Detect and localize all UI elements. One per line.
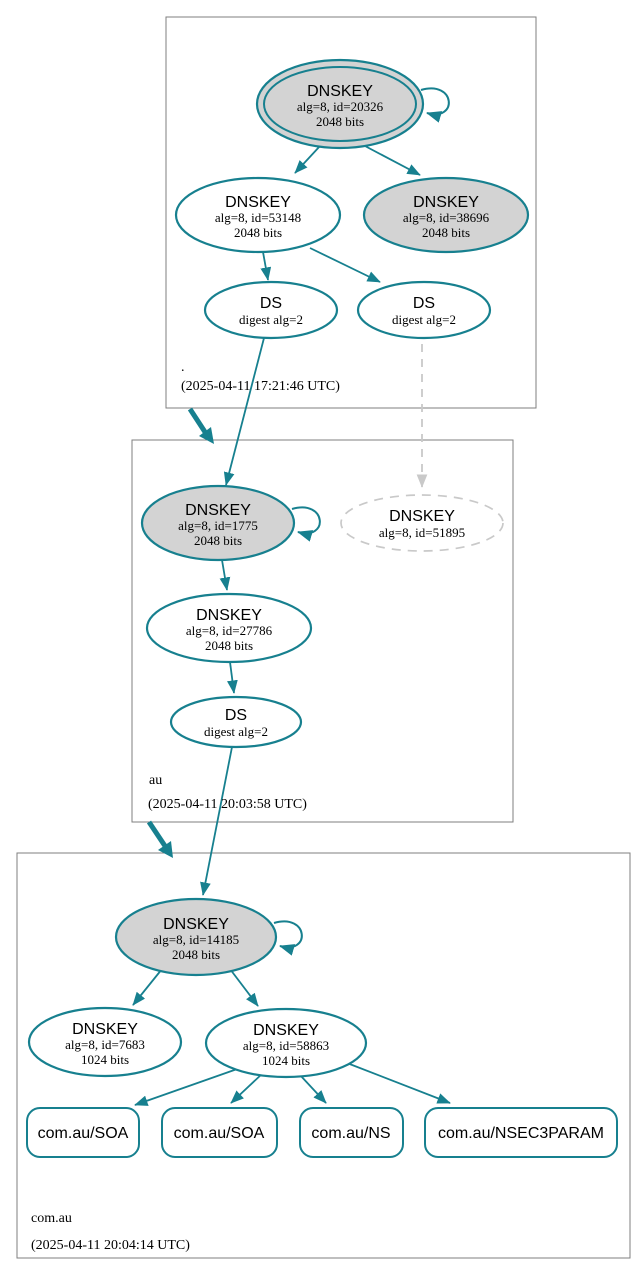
edge-delegation-root-to-au: [187, 407, 214, 444]
dnskey-20326-detail: alg=8, id=20326: [297, 99, 384, 114]
rrset-box-nsec3param[interactable]: [424, 1107, 618, 1158]
zone-box-au: [131, 439, 514, 823]
dnskey-51895-title: DNSKEY: [389, 508, 455, 525]
node-root-dnskey-53148: DNSKEY alg=8, id=53148 2048 bits: [174, 176, 342, 254]
zone-box-root: [165, 16, 537, 409]
node-root-ds-left: DS digest alg=2: [203, 280, 339, 340]
rrset-box-ns[interactable]: [299, 1107, 404, 1158]
dnskey-ellipse-14185[interactable]: [114, 897, 278, 977]
edge-root-ksk-to-key2: [364, 145, 421, 176]
ds-au-detail: digest alg=2: [204, 724, 268, 739]
node-com-au-rrset-soa-2: com.au/SOA: [161, 1107, 278, 1158]
node-au-dnskey-1775: DNSKEY alg=8, id=1775 2048 bits: [140, 484, 296, 562]
dnskey-51895-detail: alg=8, id=51895: [379, 525, 465, 540]
dnskey-ellipse-53148[interactable]: [174, 176, 342, 254]
edge-root-ds-to-au-ksk: [223, 337, 265, 486]
dnskey-ellipse-7683[interactable]: [27, 1006, 183, 1078]
edge-com-au-ksk-to-zsk2: [229, 968, 259, 1007]
dnskey-58863-bits: 1024 bits: [262, 1053, 310, 1068]
node-com-au-rrset-soa-1: com.au/SOA: [26, 1107, 140, 1158]
dnskey-1775-bits: 2048 bits: [194, 533, 242, 548]
dnskey-7683-title: DNSKEY: [72, 1021, 138, 1038]
node-root-dnskey-20326: DNSKEY alg=8, id=20326 2048 bits: [255, 58, 425, 150]
dnskey-1775-title: DNSKEY: [185, 502, 251, 519]
dnskey-1775-detail: alg=8, id=1775: [178, 518, 258, 533]
rrset-box-soa-2[interactable]: [161, 1107, 278, 1158]
node-au-dnskey-27786: DNSKEY alg=8, id=27786 2048 bits: [145, 592, 313, 664]
node-root-ds-right: DS digest alg=2: [356, 280, 492, 340]
node-com-au-rrset-ns: com.au/NS: [299, 1107, 404, 1158]
dnskey-14185-detail: alg=8, id=14185: [153, 932, 239, 947]
rrset-label-soa-1: com.au/SOA: [38, 1125, 129, 1142]
dnskey-58863-detail: alg=8, id=58863: [243, 1038, 329, 1053]
dnskey-ellipse-20326-outer[interactable]: [255, 58, 425, 150]
edge-root-ksk-to-zsk: [294, 145, 321, 174]
edge-au-ksk-self-loop: [291, 506, 321, 542]
dnskey-38696-title: DNSKEY: [413, 194, 479, 211]
zone-box-com-au: [16, 852, 631, 1259]
dnskey-7683-detail: alg=8, id=7683: [65, 1037, 145, 1052]
node-au-dnskey-51895-missing: DNSKEY alg=8, id=51895: [340, 494, 504, 552]
dnskey-ellipse-27786[interactable]: [145, 592, 313, 664]
edge-root-zsk-to-ds-left: [260, 251, 272, 281]
zone-timestamp-au: (2025-04-11 20:03:58 UTC): [148, 797, 307, 812]
edge-au-ksk-to-zsk: [219, 559, 231, 591]
rrset-label-ns: com.au/NS: [311, 1125, 390, 1142]
dnskey-27786-detail: alg=8, id=27786: [186, 623, 273, 638]
dnskey-58863-title: DNSKEY: [253, 1022, 319, 1039]
zone-timestamp-root: (2025-04-11 17:21:46 UTC): [181, 379, 340, 394]
dnskey-27786-title: DNSKEY: [196, 607, 262, 624]
dnskey-14185-title: DNSKEY: [163, 916, 229, 933]
zone-label-com-au: com.au: [31, 1211, 72, 1226]
dnskey-14185-bits: 2048 bits: [172, 947, 220, 962]
dnskey-53148-detail: alg=8, id=53148: [215, 210, 301, 225]
dnskey-ellipse-1775[interactable]: [140, 484, 296, 562]
node-com-au-dnskey-58863: DNSKEY alg=8, id=58863 1024 bits: [204, 1007, 368, 1079]
ds-ellipse-au[interactable]: [169, 695, 303, 749]
dnskey-ellipse-58863[interactable]: [204, 1007, 368, 1079]
edge-com-au-zsk2-to-soa1: [134, 1067, 241, 1106]
ds-ellipse-root-left[interactable]: [203, 280, 339, 340]
node-au-ds: DS digest alg=2: [169, 695, 303, 749]
dnskey-38696-bits: 2048 bits: [422, 225, 470, 240]
dnskey-20326-bits: 2048 bits: [316, 114, 364, 129]
edge-com-au-zsk2-to-nsec3param: [346, 1062, 451, 1104]
node-com-au-rrset-nsec3param: com.au/NSEC3PARAM: [424, 1107, 618, 1158]
ds-root-right-detail: digest alg=2: [392, 312, 456, 327]
edge-com-au-ksk-to-zsk1: [132, 968, 163, 1006]
dnskey-ellipse-38696[interactable]: [362, 176, 530, 254]
edge-au-zsk-to-ds: [227, 661, 238, 694]
ds-root-right-title: DS: [413, 295, 435, 312]
rrset-label-nsec3param: com.au/NSEC3PARAM: [438, 1125, 604, 1142]
ds-ellipse-root-right[interactable]: [356, 280, 492, 340]
dnskey-7683-bits: 1024 bits: [81, 1052, 129, 1067]
dnskey-ellipse-51895-dashed[interactable]: [340, 494, 504, 552]
ds-root-left-title: DS: [260, 295, 282, 312]
edge-au-ds-to-com-au-ksk: [200, 746, 233, 896]
dnskey-53148-bits: 2048 bits: [234, 225, 282, 240]
edge-root-ksk-self-loop: [420, 87, 450, 123]
ds-root-left-detail: digest alg=2: [239, 312, 303, 327]
zone-label-au: au: [149, 773, 162, 788]
edge-delegation-au-to-com-au: [146, 820, 173, 858]
zone-label-root: .: [181, 360, 185, 375]
zone-timestamp-com-au: (2025-04-11 20:04:14 UTC): [31, 1238, 190, 1253]
dnskey-20326-title: DNSKEY: [307, 83, 373, 100]
dnskey-38696-detail: alg=8, id=38696: [403, 210, 490, 225]
edge-com-au-zsk2-to-ns: [299, 1074, 327, 1104]
dnskey-53148-title: DNSKEY: [225, 194, 291, 211]
edge-com-au-ksk-self-loop: [273, 920, 303, 956]
edge-com-au-zsk2-to-soa2: [230, 1072, 264, 1104]
rrset-label-soa-2: com.au/SOA: [174, 1125, 265, 1142]
edge-root-zsk-to-ds-right: [309, 247, 381, 283]
ds-au-title: DS: [225, 707, 247, 724]
dnskey-ellipse-20326-inner: [263, 66, 417, 142]
node-com-au-dnskey-14185: DNSKEY alg=8, id=14185 2048 bits: [114, 897, 278, 977]
rrset-box-soa-1[interactable]: [26, 1107, 140, 1158]
node-com-au-dnskey-7683: DNSKEY alg=8, id=7683 1024 bits: [27, 1006, 183, 1078]
node-root-dnskey-38696: DNSKEY alg=8, id=38696 2048 bits: [362, 176, 530, 254]
dnskey-27786-bits: 2048 bits: [205, 638, 253, 653]
